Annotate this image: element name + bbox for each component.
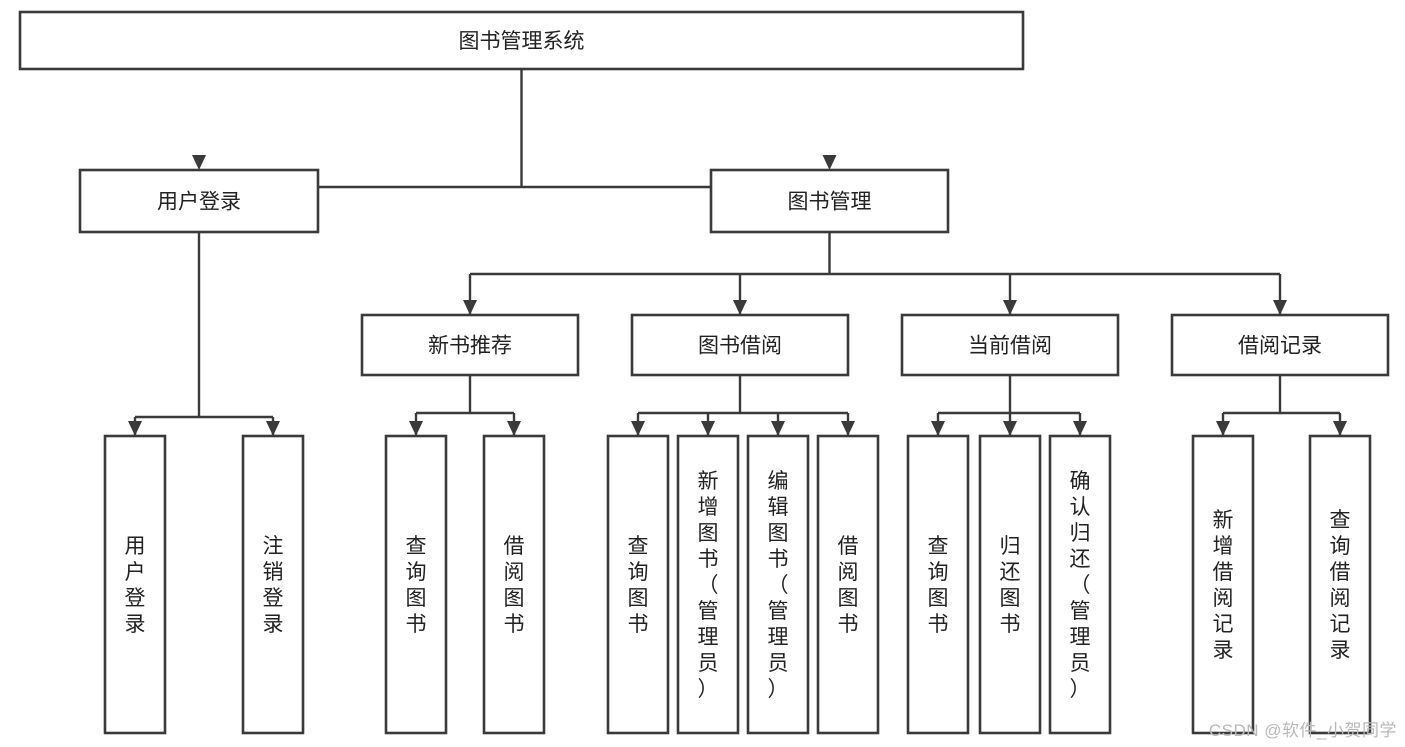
node-box-leaf-cb-confirm — [1048, 434, 1112, 735]
node-label-leaf-br-query: 查询借阅记录 — [1330, 509, 1351, 662]
node-label-new-book-rec: 新书推荐 — [428, 335, 512, 358]
node-label-borrow-record: 借阅记录 — [1238, 335, 1322, 358]
node-book-borrow[interactable]: 图书借阅 — [630, 313, 850, 377]
node-leaf-cb-return[interactable]: 归还图书 — [978, 434, 1042, 735]
node-root[interactable]: 图书管理系统 — [18, 10, 1025, 71]
node-label-user-login: 用户登录 — [157, 191, 241, 214]
arrow-head-icon — [1333, 421, 1347, 436]
node-new-book-rec[interactable]: 新书推荐 — [360, 313, 580, 377]
arrow-head-icon — [463, 300, 477, 315]
node-leaf-bb-edit[interactable]: 编辑图书（管理员） — [746, 434, 810, 735]
node-box-current-borrow — [900, 313, 1120, 377]
node-box-leaf-cb-query — [906, 434, 970, 735]
node-label-leaf-bb-borrow: 借阅图书 — [838, 535, 859, 636]
node-box-leaf-bb-edit — [746, 434, 810, 735]
node-label-root: 图书管理系统 — [459, 30, 585, 53]
arrow-head-icon — [841, 421, 855, 436]
node-user-login[interactable]: 用户登录 — [78, 168, 320, 234]
node-leaf-bb-query[interactable]: 查询图书 — [606, 434, 670, 735]
node-label-leaf-cb-query: 查询图书 — [928, 535, 949, 636]
arrow-head-icon — [266, 421, 280, 436]
node-box-leaf-bb-query — [606, 434, 670, 735]
arrow-head-icon — [1273, 300, 1287, 315]
node-leaf-cb-query[interactable]: 查询图书 — [906, 434, 970, 735]
node-label-leaf-bb-query: 查询图书 — [628, 535, 649, 636]
arrow-head-icon — [771, 421, 785, 436]
node-box-root — [18, 10, 1025, 71]
node-box-leaf-bb-borrow — [816, 434, 880, 735]
node-box-book-borrow — [630, 313, 850, 377]
arrow-head-icon — [931, 421, 945, 436]
node-leaf-rec-query[interactable]: 查询图书 — [384, 434, 448, 735]
arrow-head-icon — [733, 300, 747, 315]
arrow-head-icon — [1216, 421, 1230, 436]
arrow-head-icon — [507, 421, 521, 436]
node-box-leaf-br-query — [1308, 434, 1372, 735]
node-leaf-user-login[interactable]: 用户登录 — [103, 434, 167, 735]
node-box-leaf-rec-borrow — [482, 434, 546, 735]
arrow-head-icon — [192, 155, 206, 170]
node-label-current-borrow: 当前借阅 — [968, 335, 1052, 358]
node-leaf-bb-add[interactable]: 新增图书（管理员） — [676, 434, 740, 735]
node-box-leaf-user-login — [103, 434, 167, 735]
node-label-leaf-user-login: 用户登录 — [125, 535, 146, 636]
arrow-head-icon — [1073, 421, 1087, 436]
node-label-leaf-bb-edit: 编辑图书（管理员） — [768, 470, 789, 701]
node-box-user-login — [78, 168, 320, 234]
node-leaf-user-logout[interactable]: 注销登录 — [241, 434, 305, 735]
node-current-borrow[interactable]: 当前借阅 — [900, 313, 1120, 377]
node-box-new-book-rec — [360, 313, 580, 377]
node-borrow-record[interactable]: 借阅记录 — [1170, 313, 1390, 377]
node-label-leaf-cb-return: 归还图书 — [1000, 535, 1021, 636]
arrow-head-icon — [1003, 300, 1017, 315]
arrow-head-icon — [1003, 421, 1017, 436]
node-box-borrow-record — [1170, 313, 1390, 377]
node-label-leaf-br-add: 新增借阅记录 — [1213, 509, 1234, 662]
arrow-head-icon — [701, 421, 715, 436]
node-box-leaf-br-add — [1191, 434, 1255, 735]
arrow-head-icon — [822, 155, 837, 170]
node-book-manage[interactable]: 图书管理 — [709, 168, 950, 234]
node-box-leaf-cb-return — [978, 434, 1042, 735]
node-leaf-br-query[interactable]: 查询借阅记录 — [1308, 434, 1372, 735]
arrow-head-icon — [128, 421, 142, 436]
node-box-leaf-rec-query — [384, 434, 448, 735]
node-layer: 图书管理系统用户登录图书管理新书推荐图书借阅当前借阅借阅记录用户登录注销登录查询… — [18, 10, 1390, 735]
node-label-leaf-user-logout: 注销登录 — [263, 535, 284, 636]
node-label-leaf-rec-borrow: 借阅图书 — [504, 535, 525, 636]
node-box-leaf-user-logout — [241, 434, 305, 735]
node-leaf-bb-borrow[interactable]: 借阅图书 — [816, 434, 880, 735]
node-leaf-cb-confirm[interactable]: 确认归还（管理员） — [1048, 434, 1112, 735]
node-label-leaf-bb-add: 新增图书（管理员） — [698, 470, 719, 701]
csdn-watermark: CSDN @软件_小贺同学 — [1208, 721, 1397, 740]
connector-layer — [128, 69, 1347, 436]
arrow-head-icon — [631, 421, 645, 436]
node-label-leaf-rec-query: 查询图书 — [406, 535, 427, 636]
node-box-book-manage — [709, 168, 950, 234]
node-label-book-borrow: 图书借阅 — [698, 335, 782, 358]
node-label-book-manage: 图书管理 — [788, 191, 872, 214]
arrow-head-icon — [409, 421, 423, 436]
node-leaf-rec-borrow[interactable]: 借阅图书 — [482, 434, 546, 735]
node-box-leaf-bb-add — [676, 434, 740, 735]
node-label-leaf-cb-confirm: 确认归还（管理员） — [1070, 470, 1091, 701]
node-leaf-br-add[interactable]: 新增借阅记录 — [1191, 434, 1255, 735]
